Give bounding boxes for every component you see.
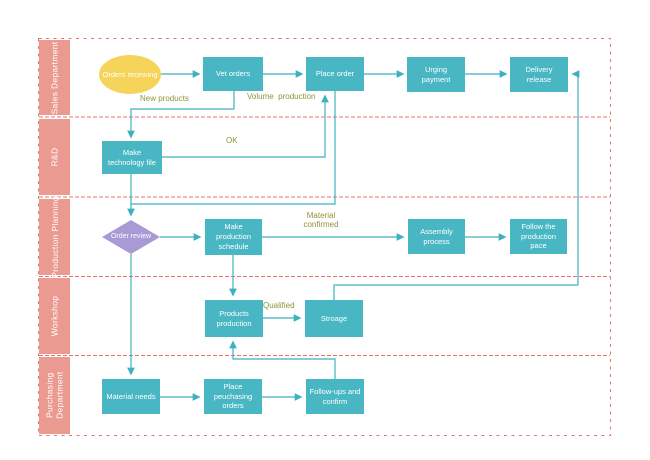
lane-label: Sales Department xyxy=(49,41,60,114)
lane-outer-border xyxy=(38,38,611,436)
edge-label-ok: OK xyxy=(226,136,238,145)
node-storage[interactable]: Stroage xyxy=(305,300,363,337)
edge-label-qualified: Qualified xyxy=(263,301,295,310)
node-products-production[interactable]: Products production xyxy=(205,300,263,337)
edge-storage-to-delivery-release xyxy=(333,70,580,300)
lane-workshop[interactable]: Workshop xyxy=(39,278,70,354)
lane-purchasing-department[interactable]: Purchasing Department xyxy=(39,357,70,434)
lane-label: Workshop xyxy=(49,295,60,337)
node-place-purchasing-orders[interactable]: Place peuchasing orders xyxy=(204,379,262,414)
node-assembly-process[interactable]: Assembly process xyxy=(408,219,465,254)
lane-label: Purchasing Department xyxy=(44,371,65,419)
node-follow-ups-confirm[interactable]: Follow-ups and confirm xyxy=(306,379,364,414)
edge-label-material-confirmed: Material confirmed xyxy=(303,211,339,230)
node-make-production-schedule[interactable]: Make production schedule xyxy=(205,219,262,255)
node-follow-production-pace[interactable]: Follow the production pace xyxy=(510,219,567,254)
node-urging-payment[interactable]: Urging payment xyxy=(407,57,465,92)
node-delivery-release[interactable]: Delivery release xyxy=(510,57,568,92)
edge-label-new-products: New products xyxy=(140,94,189,103)
lane-sales-department[interactable]: Sales Department xyxy=(39,40,70,115)
lane-production-planning[interactable]: Production Planning xyxy=(39,195,70,278)
edge-place-order-to-review-junction xyxy=(131,91,336,205)
node-vet-orders[interactable]: Vet orders xyxy=(203,57,263,91)
edge-label-volume-production: Volume production xyxy=(247,92,316,101)
node-place-order[interactable]: Place order xyxy=(306,57,364,91)
edge-make-technology-file-to-place-order-ok xyxy=(162,94,329,158)
node-material-needs[interactable]: Material needs xyxy=(102,379,160,414)
edge-follow-ups-to-products-production xyxy=(229,340,336,379)
lane-rnd[interactable]: R&D xyxy=(39,118,70,195)
lane-label: Production Planning xyxy=(49,195,60,278)
node-make-technology-file[interactable]: Make technology file xyxy=(102,141,162,174)
edge-vet-orders-to-make-technology-file xyxy=(127,91,235,139)
node-orders-receiving[interactable]: Orders receiving xyxy=(99,55,161,94)
lane-label: R&D xyxy=(49,147,60,167)
